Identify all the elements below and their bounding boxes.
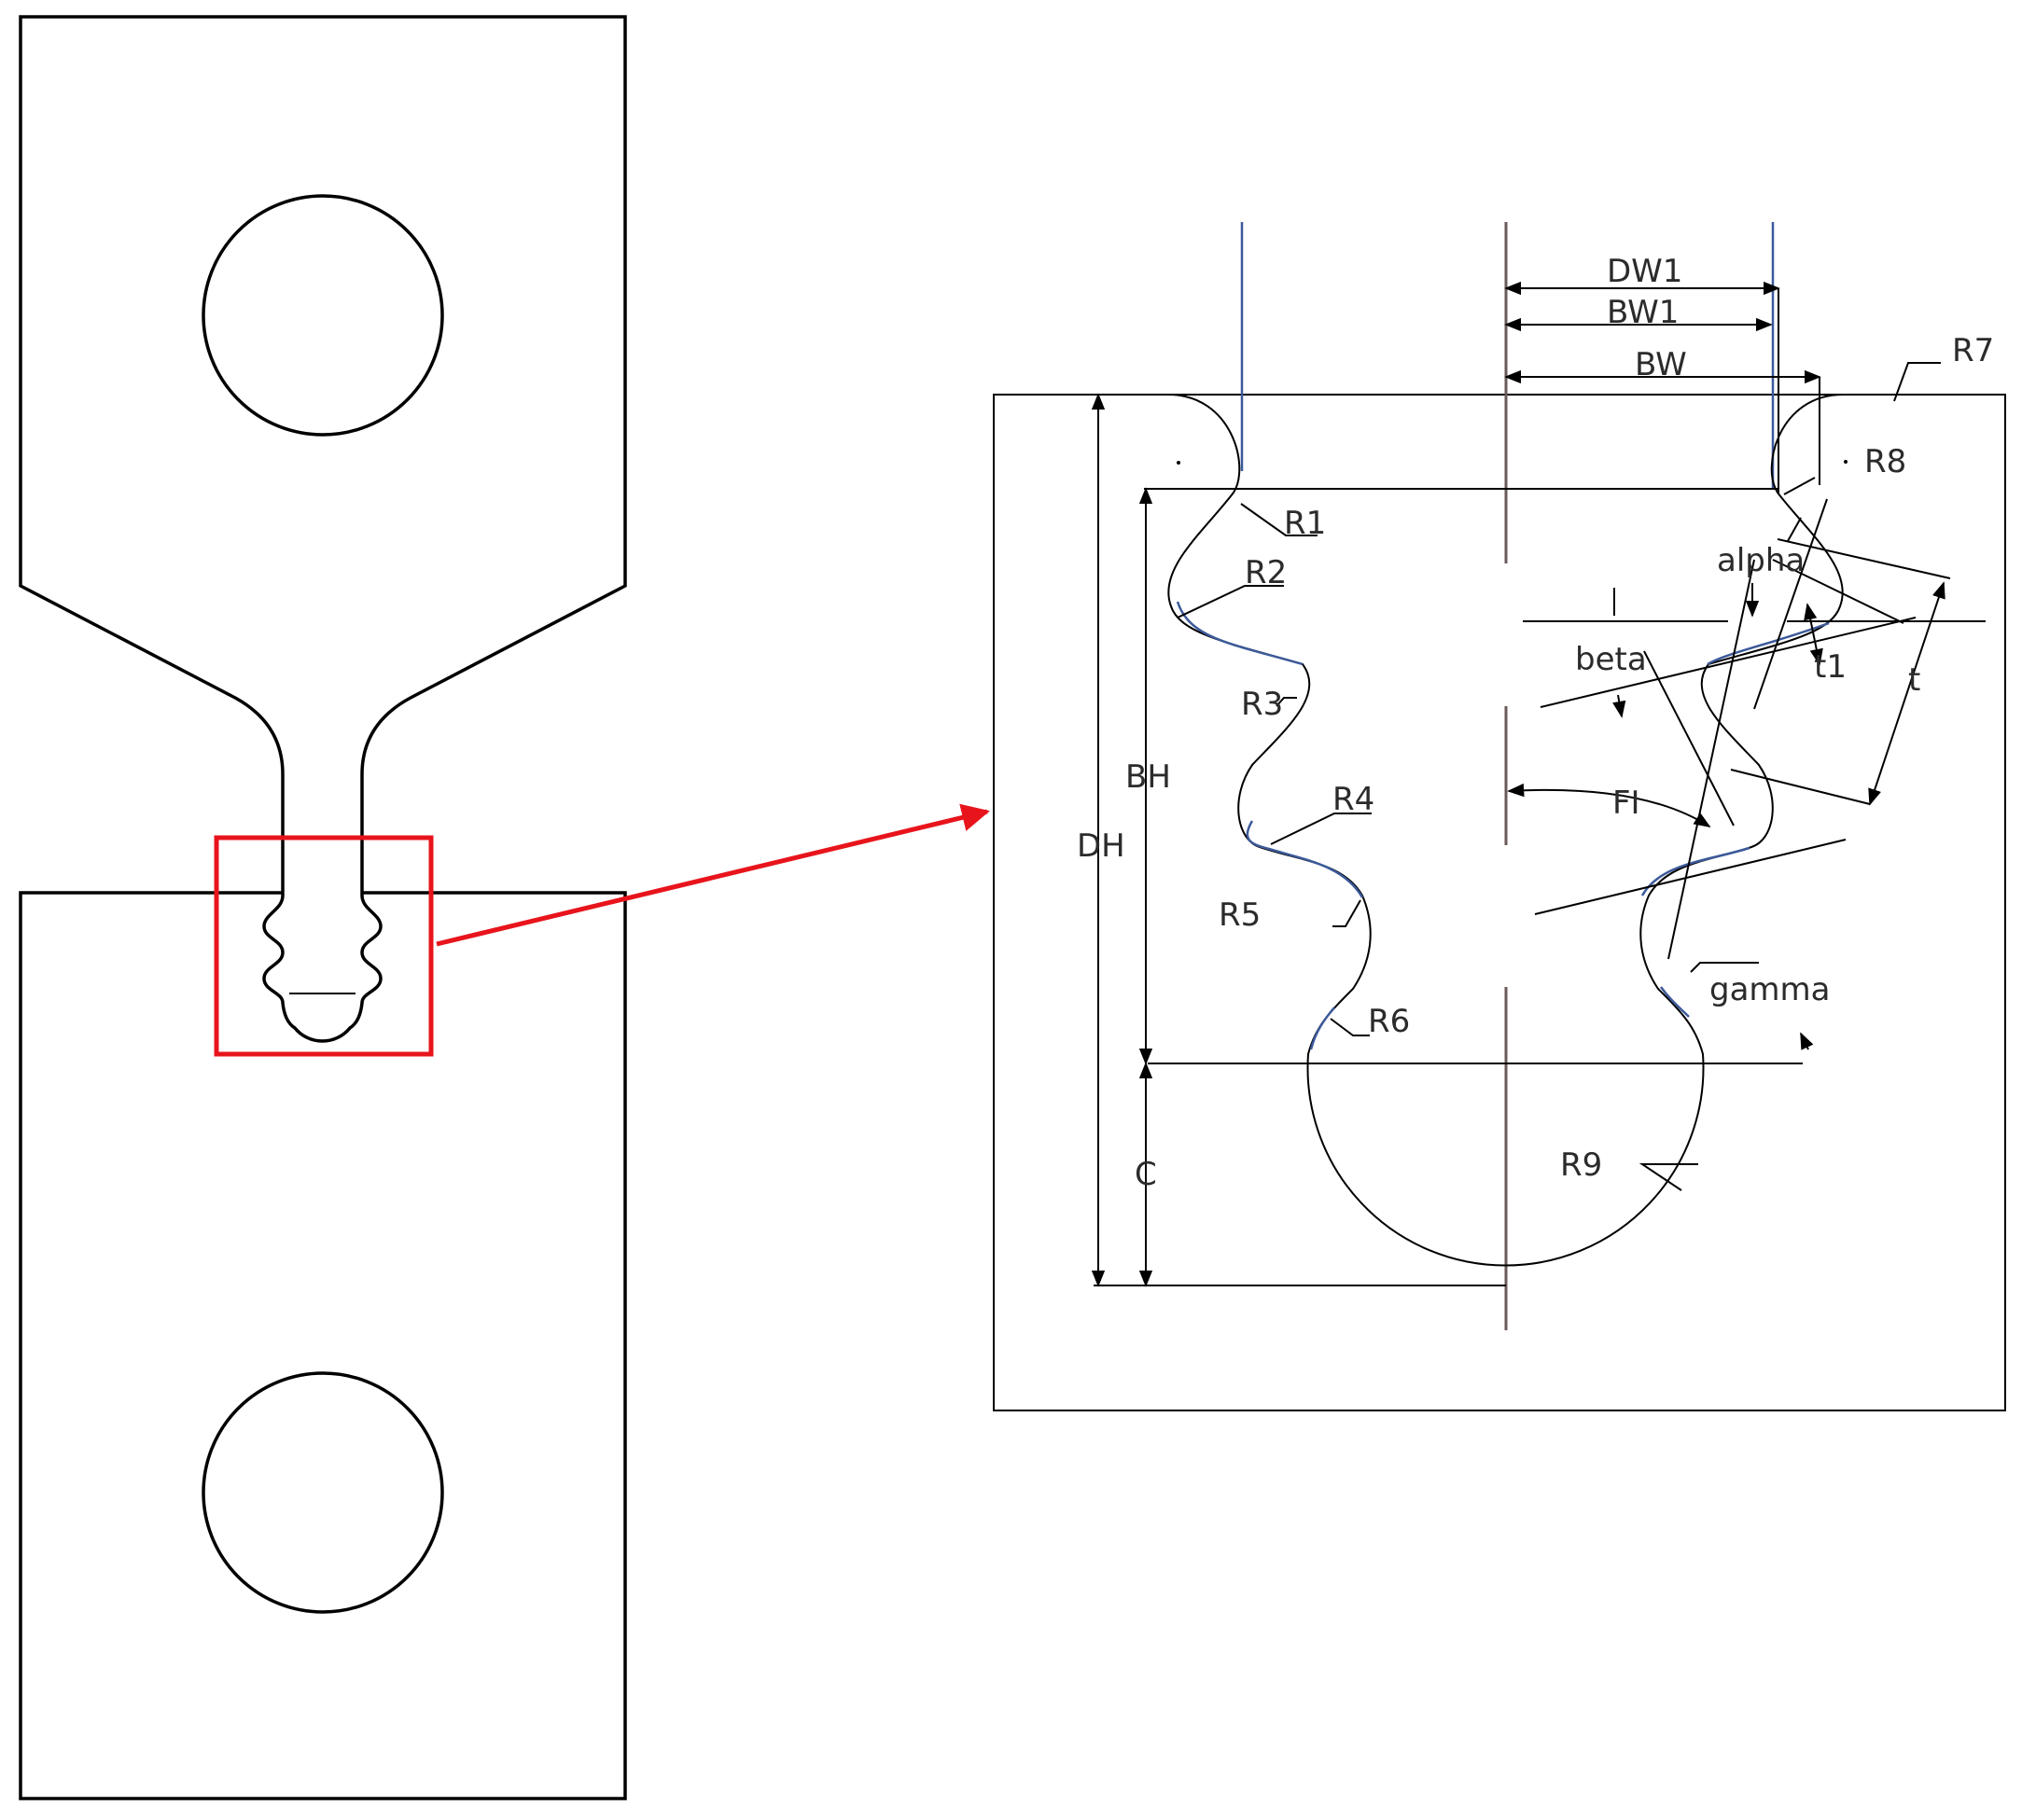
center-mark xyxy=(1177,461,1180,465)
r3-label: R3 xyxy=(1241,686,1283,723)
r1-label: R1 xyxy=(1284,505,1326,542)
upper-pin-hole xyxy=(202,194,444,437)
lower-pin-hole xyxy=(202,1371,444,1614)
gamma-arc xyxy=(1800,1032,1814,1050)
highlight-box xyxy=(214,835,434,1057)
fi-label: FI xyxy=(1612,785,1640,822)
c-label: C xyxy=(1135,1156,1157,1193)
r9-label: R9 xyxy=(1560,1146,1602,1184)
r7-label: R7 xyxy=(1952,332,1994,369)
bw1-label: BW1 xyxy=(1607,294,1679,331)
blade-specimen xyxy=(19,15,627,1043)
gamma-label: gamma xyxy=(1709,971,1831,1008)
fi-angle-arc xyxy=(1507,783,1711,827)
r6-label: R6 xyxy=(1368,1003,1410,1040)
radius-leaders xyxy=(1177,362,1941,1191)
dw1-label: DW1 xyxy=(1607,253,1682,290)
disk-outline xyxy=(19,891,627,1800)
t-dimension xyxy=(1868,581,1945,806)
t-label: t xyxy=(1908,661,1920,699)
blade-outline xyxy=(19,15,627,1043)
slot-profile xyxy=(1000,394,2005,1267)
width-extension-lines xyxy=(1778,288,1820,494)
alpha-label: alpha xyxy=(1717,542,1805,579)
t1-label: t1 xyxy=(1814,648,1847,686)
detail-frame xyxy=(993,394,2006,1411)
flank-construction-lines xyxy=(1534,498,1951,960)
r8-label: R8 xyxy=(1864,443,1906,480)
r4-label: R4 xyxy=(1332,781,1374,818)
r2-label: R2 xyxy=(1245,554,1287,591)
beta-arc xyxy=(1612,694,1626,718)
slot-edge-overlay xyxy=(1176,601,1830,1050)
disk-specimen xyxy=(19,891,627,1800)
alpha-ticks xyxy=(1613,583,1752,616)
beta-label: beta xyxy=(1575,641,1647,678)
bw-label: BW xyxy=(1635,346,1687,383)
zoom-arrow xyxy=(436,803,990,947)
dh-label: DH xyxy=(1077,827,1125,865)
bh-label: BH xyxy=(1125,758,1171,796)
center-mark-r8 xyxy=(1844,460,1848,464)
r5-label: R5 xyxy=(1219,896,1261,934)
t1-arrow xyxy=(1804,603,1823,666)
